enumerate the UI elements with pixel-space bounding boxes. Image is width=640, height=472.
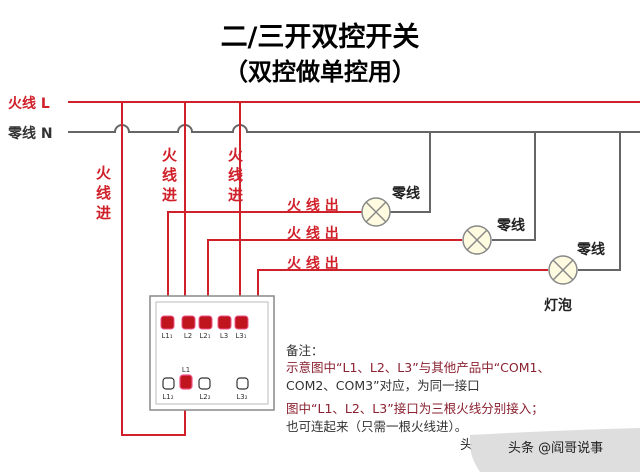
input-label-char: 进 xyxy=(162,186,177,204)
notes-line: 示意图中“L1、L2、L3”与其他产品中“COM1、 xyxy=(286,360,550,375)
notes-heading: 备注： xyxy=(286,343,324,358)
terminal xyxy=(179,374,193,390)
live-line-label: 火线 L xyxy=(8,95,50,112)
notes-line: 也可连起来（只需一根火线进）。 xyxy=(286,419,467,434)
neutral-line xyxy=(68,124,640,133)
input-label-char: 火 xyxy=(228,146,244,164)
terminal xyxy=(181,315,196,330)
terminal xyxy=(236,377,249,390)
terminal-label: L1 xyxy=(182,366,190,374)
switch-body xyxy=(149,295,275,411)
terminal xyxy=(198,315,213,330)
input-label-char: 线 xyxy=(96,184,111,202)
neutral-label-3: 零线 xyxy=(576,241,605,258)
neutral-line-label: 零线 N xyxy=(7,125,53,142)
terminal xyxy=(162,377,175,390)
input-label-char: 进 xyxy=(96,204,111,222)
watermark: 头条 @阎哥说事 xyxy=(508,440,603,456)
output-label-1: 火 线 出 xyxy=(287,197,339,214)
live-output-wires xyxy=(167,211,548,300)
input-label-char: 进 xyxy=(228,186,243,204)
bulb-icon xyxy=(548,255,578,285)
top-terminals xyxy=(160,315,249,330)
output-label-3: 火 线 出 xyxy=(287,255,339,272)
input-labels: 火 线 进 火 线 进 火 线 进 xyxy=(96,146,244,222)
input-label-char: 火 xyxy=(96,164,112,182)
output-label-2: 火 线 出 xyxy=(287,225,339,242)
notes: 备注： 示意图中“L1、L2、L3”与其他产品中“COM1、 COM2、COM3… xyxy=(286,343,550,434)
watermark-overlay xyxy=(469,428,640,472)
notes-line: 图中“L1、L2、L3”接口为三根火线分别接入； xyxy=(286,401,544,416)
terminal-label: L3 xyxy=(220,332,228,340)
terminal-label: L1₂ xyxy=(162,393,173,401)
bottom-terminals xyxy=(162,374,249,390)
notes-line: COM2、COM3”对应，为同一接口 xyxy=(286,378,480,393)
terminal-label: L2 xyxy=(184,332,192,340)
terminal-label: L3₁ xyxy=(235,332,246,340)
terminal xyxy=(217,315,232,330)
live-input-wires xyxy=(121,102,241,436)
terminal-label: L3₂ xyxy=(236,393,247,401)
terminal xyxy=(160,315,175,330)
terminal xyxy=(234,315,249,330)
terminal-label: L2₂ xyxy=(199,393,210,401)
subtitle: （双控做单控用） xyxy=(224,58,416,86)
terminal xyxy=(198,377,211,390)
bulb-label: 灯泡 xyxy=(544,297,572,314)
neutral-label-1: 零线 xyxy=(391,185,420,202)
neutral-return-wires xyxy=(390,132,621,271)
bulb-icon xyxy=(361,197,391,227)
neutral-label-2: 零线 xyxy=(496,217,525,234)
input-label-char: 线 xyxy=(162,166,177,184)
input-label-char: 线 xyxy=(228,166,243,184)
bulb-icon xyxy=(462,225,492,255)
terminal-label: L1₁ xyxy=(161,332,172,340)
terminal-label: L2₁ xyxy=(199,332,210,340)
title: 二/三开双控开关 xyxy=(221,22,420,53)
input-label-char: 火 xyxy=(162,146,178,164)
